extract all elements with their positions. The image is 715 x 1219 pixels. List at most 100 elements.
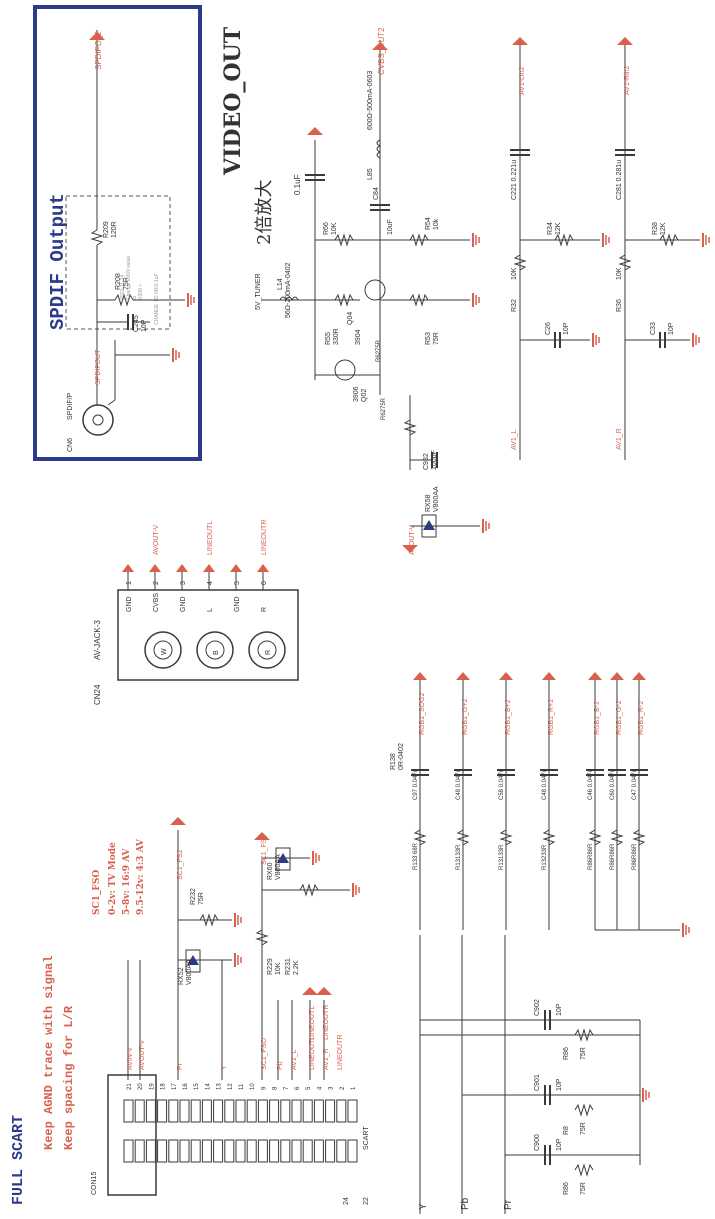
- lineoutr-label: LINEOUTR: [323, 1005, 330, 1040]
- spdif-frame: [33, 5, 202, 461]
- rx58-ref: RX58: [425, 494, 432, 512]
- rgb-cap-label: C46 0.047u: [588, 769, 594, 800]
- r32-ref: R32: [511, 299, 518, 312]
- scart-pin-box: [325, 1139, 336, 1163]
- r138-ref: R138: [390, 753, 397, 770]
- spdif-change-note: CHANGE TO 0R/0.1uF: [154, 274, 160, 326]
- r66-val: 10K: [331, 222, 338, 235]
- fso-line-3: 9.5-12v: 4:3 AV: [136, 838, 146, 915]
- r231-val: 2.2K: [293, 960, 300, 975]
- l85-inductor: [376, 139, 382, 159]
- av-l-in: AV1-Lin2: [519, 67, 526, 95]
- scart-pin-box: [179, 1139, 190, 1163]
- fso-line-1: 0-2v: TV Mode: [108, 842, 118, 915]
- r209-ref: R209: [103, 221, 110, 238]
- c84-ref: C84: [373, 187, 380, 200]
- term-cap-val: 10P: [556, 1003, 563, 1016]
- scart-pin-box: [168, 1139, 179, 1163]
- scart-pin-box: [257, 1139, 268, 1163]
- r209-resistor: [90, 229, 104, 246]
- r208-val: 75R: [123, 277, 130, 290]
- rgb-cap-label: C48 0.047u: [456, 769, 462, 800]
- c245-ref: C245: [133, 315, 140, 332]
- scart-pin-box: [123, 1099, 134, 1123]
- l14-inductor: [279, 296, 299, 302]
- rgb-cap-label: C48 0.047u: [542, 769, 548, 800]
- scart-pin-box: [157, 1099, 168, 1123]
- scart-pin-box: [123, 1139, 134, 1163]
- rgb-cap-label: C97 0.047u: [413, 769, 419, 800]
- jack-pin-name: CVBS: [153, 593, 160, 612]
- scart-signal-label: AV1_R: [323, 1048, 330, 1070]
- rgb-resistor: [610, 829, 624, 846]
- scart-note-1: Keep AGND trace with signal: [42, 956, 56, 1150]
- q04-transistor: [364, 279, 386, 301]
- fs2-left: SC1_FS2: [177, 850, 184, 880]
- q02-transistor: [334, 359, 356, 381]
- spdif-note-4: R209 +: [138, 284, 144, 300]
- scart-pin-box: [302, 1139, 313, 1163]
- scart-note-2: Keep spacing for L/R: [62, 1005, 76, 1150]
- spdif-title: SPDIF Output: [47, 193, 69, 330]
- rgb-gnd: [682, 922, 690, 938]
- scart-pin-num: 13: [217, 1083, 223, 1090]
- av-r-out: AV1_R: [616, 428, 623, 450]
- jack-pin-name: GND: [126, 596, 133, 612]
- scart-pin-box: [201, 1139, 212, 1163]
- rgb-cap-label: C47 0.047u: [632, 769, 638, 800]
- video-out-subtitle: 2倍放大: [254, 180, 275, 245]
- c33-val: 10P: [668, 322, 675, 335]
- scart-pin-box: [280, 1099, 291, 1123]
- c33-ref: C33: [650, 322, 657, 335]
- scart-pin-box: [347, 1099, 358, 1123]
- r57-ref: R6275R: [376, 339, 382, 362]
- scart-signal-label: AVIN-V: [127, 1047, 134, 1070]
- jack-pin-signal: AVOUT-V: [153, 524, 160, 555]
- video-out-block: VIDEO_OUT 2倍放大 5V_TUNER L14 56Ω-200mA-04…: [220, 26, 490, 555]
- scart-signal-label: Pb: [277, 1061, 284, 1070]
- scart-part: SCART: [363, 1126, 370, 1150]
- scart-pin-box: [224, 1139, 235, 1163]
- r229-val: 10K: [275, 962, 282, 975]
- rgb-res-label: R133 68R: [413, 842, 419, 870]
- c26-ref: C26: [545, 322, 552, 335]
- term-res-val: 75R: [580, 1122, 587, 1135]
- rgb-input-label: RGB1_R-2: [638, 701, 645, 735]
- scart-pin-22: 22: [363, 1197, 370, 1205]
- jack-ring: [144, 631, 182, 669]
- scart-pin-num: 7: [284, 1086, 290, 1090]
- scart-pin-num: 8: [273, 1086, 279, 1090]
- l85-ref: L85: [367, 168, 374, 180]
- scart-pin-num: 4: [317, 1086, 323, 1090]
- l14-ref: L14: [277, 278, 284, 290]
- scart-signal-label: AVOUT-V: [139, 1039, 146, 1070]
- rgb-res-label: R86R86R: [632, 843, 638, 870]
- rgb-input-arrow: [588, 672, 602, 680]
- scart-pin-box: [347, 1139, 358, 1163]
- jack-pin-name: L: [207, 608, 214, 612]
- q04-val: 3904: [355, 329, 362, 345]
- av-jack-body: [117, 589, 299, 681]
- rgb-input-arrow: [499, 672, 513, 680]
- scart-pin-num: 16: [183, 1083, 189, 1090]
- c281-label: C281 0.281u: [616, 160, 623, 200]
- scart-pin-box: [168, 1099, 179, 1123]
- rgb-input-arrow: [542, 672, 556, 680]
- r138-val: 0R-0402: [398, 743, 405, 770]
- rgb-resistor: [413, 829, 427, 846]
- scart-connector-body: [107, 1074, 157, 1196]
- scart-pin-box: [235, 1099, 246, 1123]
- jack-pin-num: 4: [207, 581, 214, 585]
- r53-ref: R53: [425, 332, 432, 345]
- c932-val: 100pF: [431, 450, 438, 470]
- scart-pin-num: 14: [205, 1083, 211, 1090]
- fs2-right: SC1_FS2: [261, 835, 268, 865]
- rx58-val: V800AA: [433, 486, 440, 512]
- scart-pin-num: 18: [161, 1083, 167, 1090]
- scart-pin-num: 5: [306, 1086, 312, 1090]
- r38-val: 12K: [660, 222, 667, 235]
- jack-pin-num: 2: [153, 581, 160, 585]
- r36-val: 10K: [616, 267, 623, 280]
